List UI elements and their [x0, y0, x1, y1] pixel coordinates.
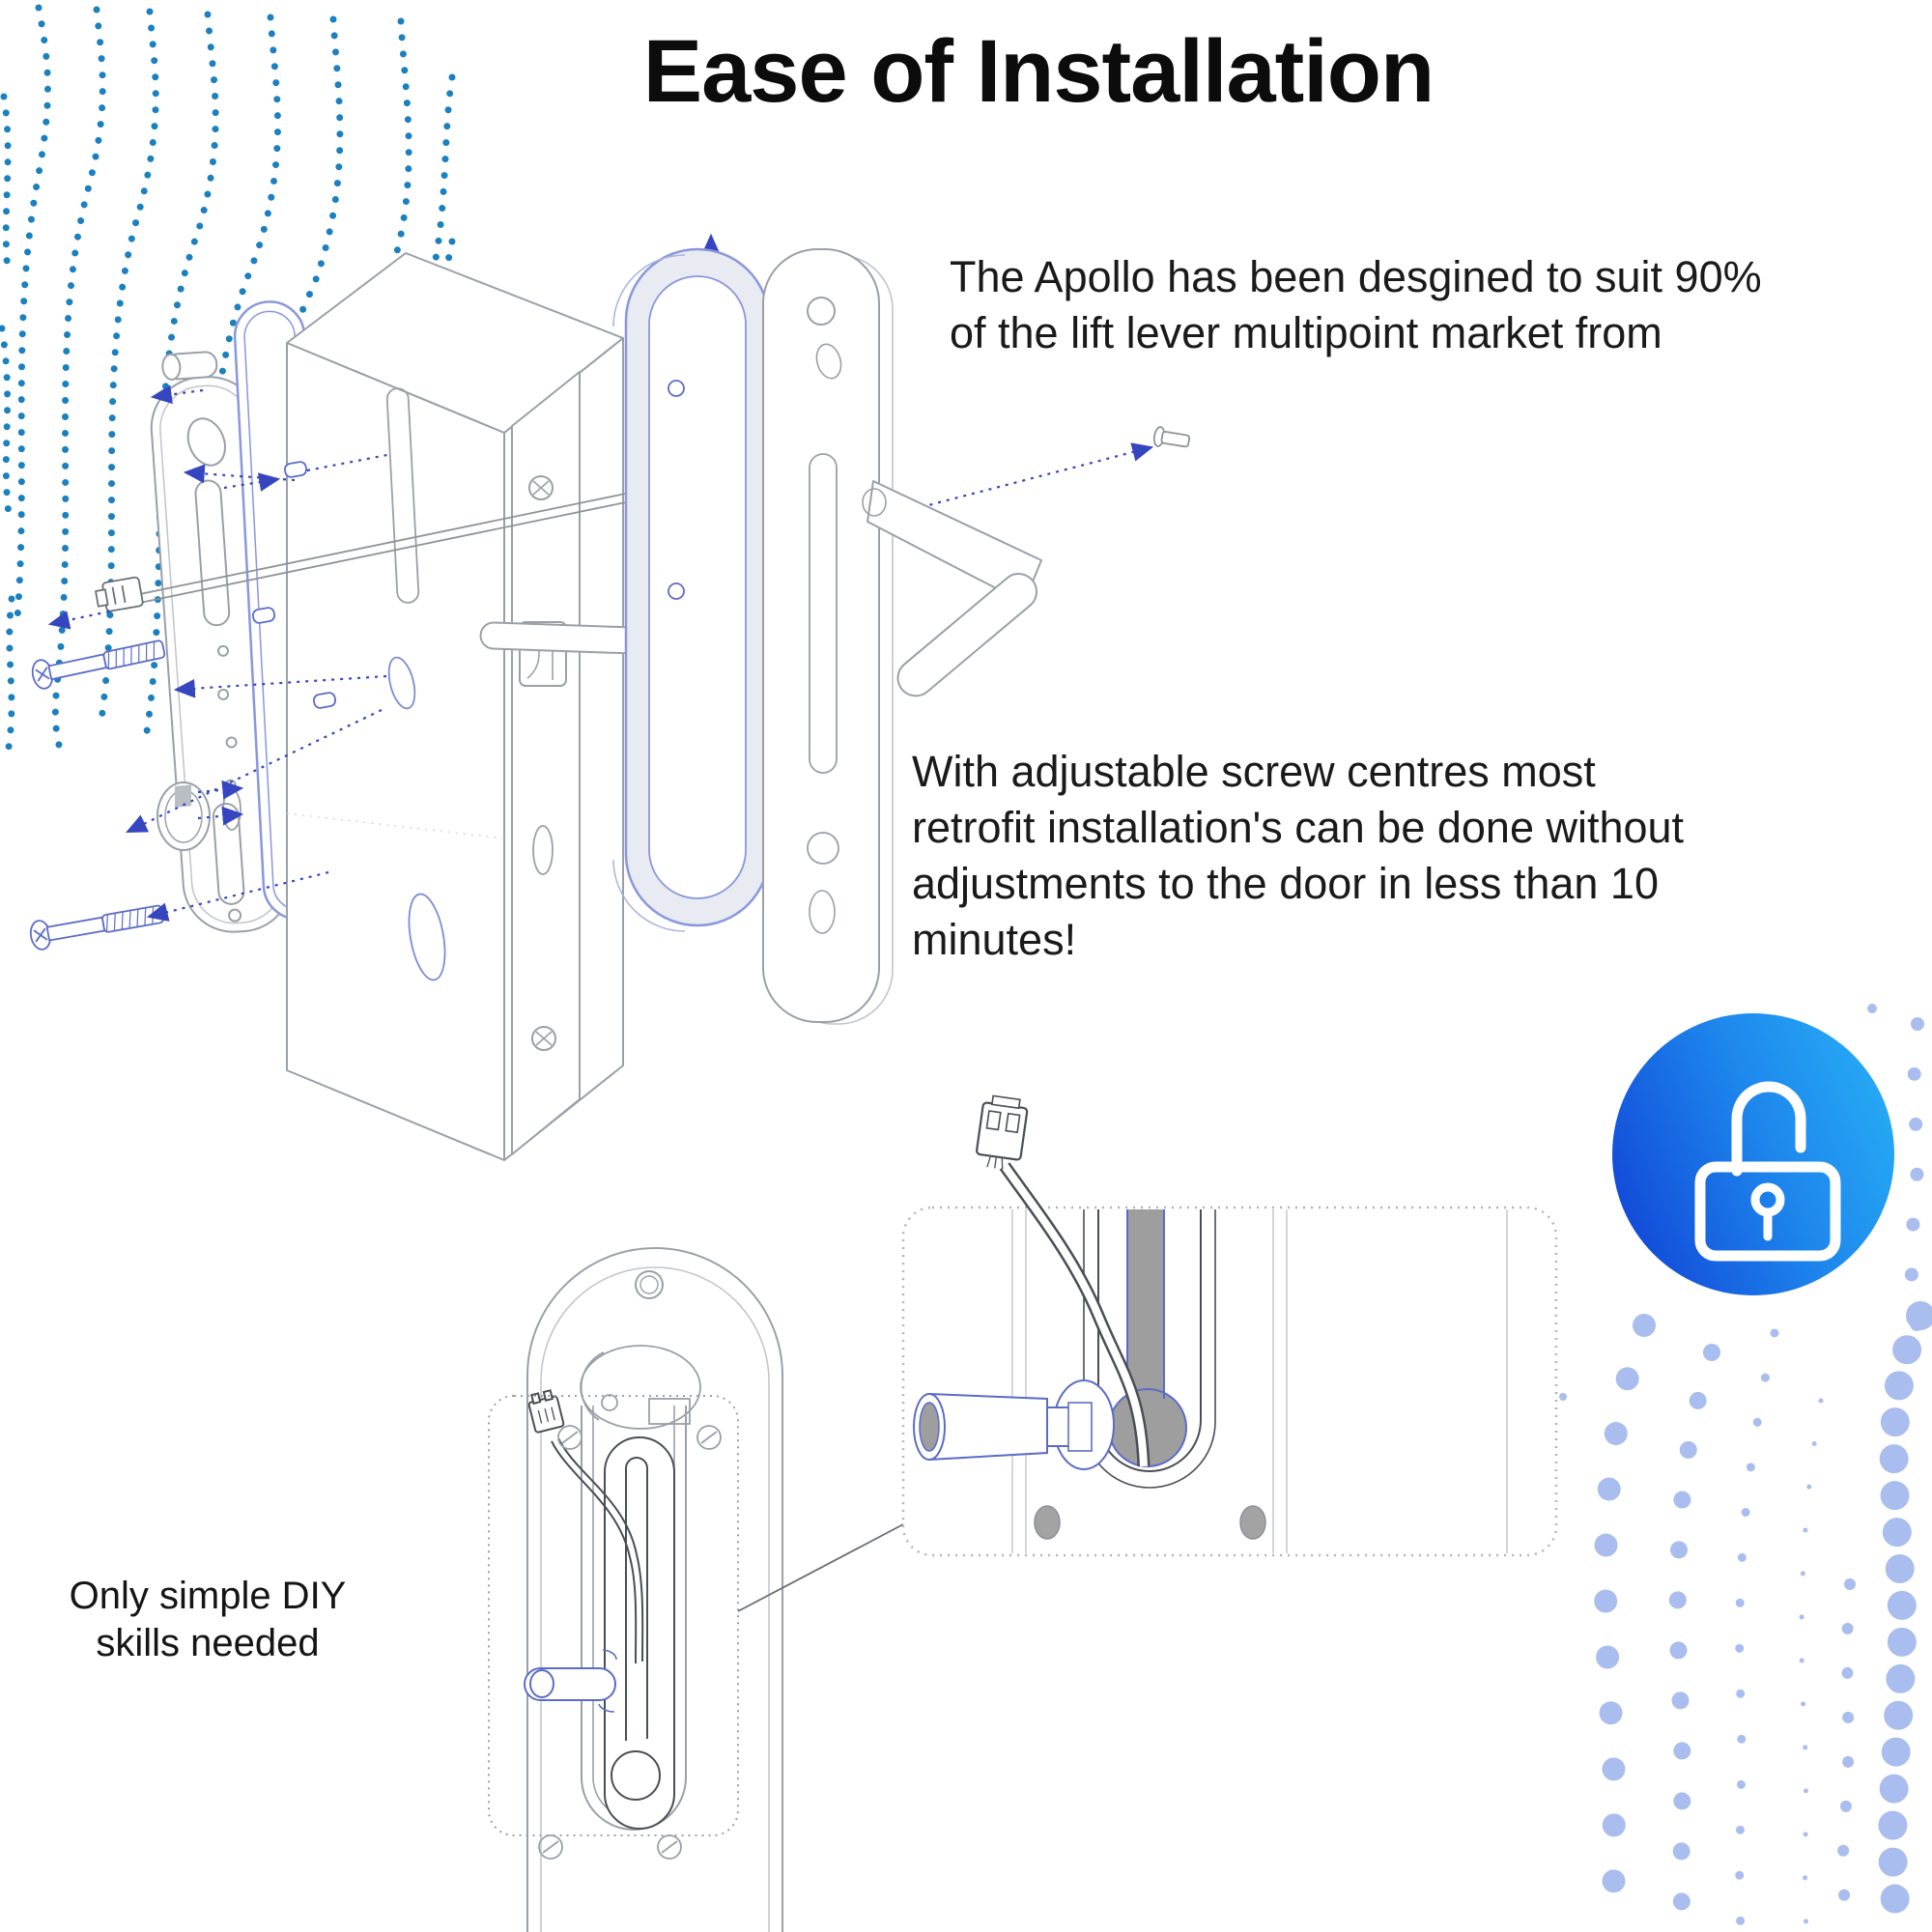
padlock-unlocked-icon: [1694, 1081, 1841, 1262]
clutch-pin: [524, 1649, 617, 1713]
faceplate-screw-top: [528, 475, 554, 500]
detail-spindle: [913, 1379, 1115, 1470]
faceplate-screw-bottom: [531, 1026, 556, 1051]
detail-box-border: [901, 1206, 1558, 1557]
cable-assembly: [527, 1389, 644, 1664]
intro-text: The Apollo has been desgined to suit 90%…: [950, 252, 1762, 357]
inset-outline-box: [488, 1395, 739, 1860]
detail-cable: [976, 1094, 1151, 1467]
handle-back-diagram: [488, 1247, 783, 1932]
detail-connector-plug: [976, 1094, 1029, 1170]
detail-cable-channel: [1108, 1209, 1187, 1467]
rod-plug-connector: [95, 576, 144, 612]
detail-fixing-holes: [1034, 1505, 1266, 1540]
plate-screws: [538, 1425, 722, 1860]
detail-plate-lines: [1011, 1209, 1508, 1553]
cable-connector-small: [527, 1389, 565, 1434]
unlock-badge: [1612, 1013, 1894, 1295]
spindle-detail-inset: [901, 1094, 1558, 1557]
interior-plate: [762, 248, 1042, 1025]
benefits-text: With adjustable screw centres most retro…: [912, 747, 1685, 964]
diy-skills-caption: Only simple DIY skills needed: [69, 1575, 347, 1664]
page-title: Ease of Installation: [642, 22, 1435, 121]
barrel-nuts: [252, 461, 336, 709]
leader-line: [737, 1523, 904, 1612]
rod-end-screw: [1152, 426, 1191, 448]
exploded-lock-diagram: [29, 233, 1191, 1161]
fixing-screw-top: [31, 639, 166, 690]
lock-faceplate: [511, 371, 581, 1155]
top-pin: [161, 351, 218, 381]
lever-handle: [862, 480, 1042, 697]
fixing-screw-bottom: [29, 904, 164, 951]
door-slab: [286, 252, 624, 1161]
gasket-right: [612, 247, 771, 932]
